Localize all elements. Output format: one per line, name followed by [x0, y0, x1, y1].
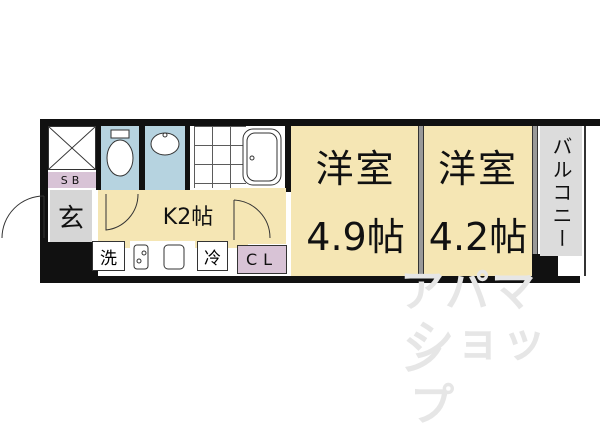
stove[interactable]	[130, 241, 195, 274]
wall-segment	[139, 126, 145, 190]
outer-wall-bottom	[40, 276, 580, 283]
toilet-icon	[106, 129, 134, 177]
fridge-label: 冷	[204, 248, 221, 269]
wall-segment	[185, 126, 190, 190]
sliding-door[interactable]	[418, 126, 424, 276]
balcony-window[interactable]	[532, 126, 538, 254]
kitchen[interactable]	[98, 190, 248, 248]
shoe-box-label: SB	[60, 173, 84, 187]
stove-icon	[133, 244, 185, 270]
balcony[interactable]	[540, 126, 582, 256]
closet-area	[230, 188, 286, 244]
door-swing-icon	[105, 193, 139, 231]
closet-door-swing-icon	[233, 199, 271, 240]
sink-icon	[150, 132, 180, 156]
western-room-1-name: 洋室	[315, 146, 396, 191]
closet[interactable]: CL	[237, 245, 287, 274]
western-room-1-size: 4.9帖	[306, 214, 405, 259]
wash-room[interactable]	[145, 126, 185, 190]
entrance[interactable]: 玄	[50, 190, 92, 242]
shoe-box: SB	[48, 172, 96, 188]
wall-segment	[48, 242, 98, 278]
washer-space[interactable]: 洗	[92, 241, 125, 271]
toilet-room[interactable]	[101, 126, 139, 190]
western-room-2[interactable]	[424, 126, 532, 276]
watermark-line2: ショップ	[410, 316, 548, 431]
wall-segment	[532, 254, 558, 278]
western-room-2-name: 洋室	[437, 146, 518, 191]
duct-space	[48, 126, 96, 170]
outer-wall-top	[40, 119, 600, 126]
fridge-space[interactable]: 冷	[197, 241, 228, 271]
western-room-1[interactable]	[291, 126, 420, 276]
kitchen-label: K2帖	[162, 205, 214, 230]
wall-segment	[285, 126, 291, 192]
wall-segment	[96, 126, 101, 190]
bathtub-icon	[242, 128, 282, 186]
western-room-2-size: 4.2帖	[428, 214, 528, 259]
balcony-label: バルコニー	[549, 136, 573, 251]
closet-label: CL	[245, 250, 279, 269]
entrance-door-swing-icon	[1, 195, 45, 239]
bathroom[interactable]	[190, 126, 285, 188]
washer-label: 洗	[100, 248, 117, 269]
watermark-line1: アパマン	[400, 266, 538, 381]
balcony-rail	[584, 126, 586, 276]
bath-tile-floor	[194, 126, 246, 188]
entrance-label: 玄	[57, 203, 84, 234]
